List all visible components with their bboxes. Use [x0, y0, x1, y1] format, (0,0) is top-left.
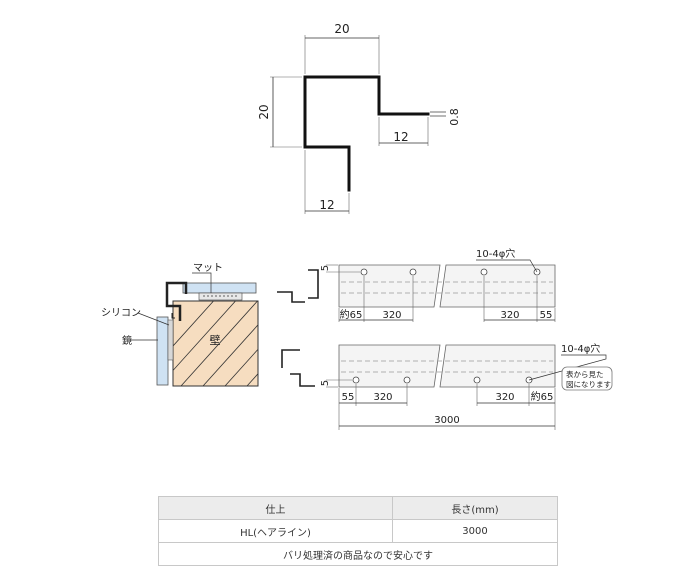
silicone: [167, 319, 174, 361]
bar-bottom-dim-height: 5: [320, 380, 331, 386]
silicone-label: シリコン: [101, 308, 141, 319]
bar-top-dim-left-end: 約65: [340, 308, 363, 321]
bar-bottom-dim-left-pitch: 320: [373, 392, 392, 403]
spec-table-header-row: 仕上 長さ(mm): [157, 496, 558, 520]
bar-top-dim-height: 5: [320, 265, 331, 271]
side-mirror: [156, 316, 169, 386]
bar-bottom-dim-right-pitch: 320: [495, 392, 514, 403]
dim-left-height: 20: [257, 104, 271, 119]
spec-note: バリ処理済の商品なので安心です: [158, 542, 558, 566]
spec-table: 仕上 長さ(mm) HL(ヘアライン) 3000 バリ処理済の商品なので安心です: [157, 496, 558, 566]
profile-sketch-bottom: [281, 349, 315, 387]
bar-top-hole: [480, 268, 488, 276]
bar-top-hole: [409, 268, 417, 276]
bar-bottom-note-line2: 図になります: [566, 380, 611, 389]
dim-bottom-leg: 12: [319, 198, 334, 212]
bar-bottom-right-segment: [439, 344, 556, 388]
profile-shape: [303, 75, 430, 192]
bar-bottom-dim-left-end: 55: [342, 392, 355, 403]
bar-top-left-segment: [338, 264, 441, 308]
bar-top-dim-right-end: 55: [540, 310, 553, 321]
mat: [198, 292, 243, 301]
spec-cell-finish: HL(ヘアライン): [157, 519, 394, 543]
dim-inner-flange: 12: [393, 130, 408, 144]
bar-bottom-dim-right-end: 約65: [531, 390, 554, 403]
bar-bottom-left-segment: [338, 344, 441, 388]
bar-top-dim-left-pitch: 320: [382, 310, 401, 321]
profile-section: 20 20 12 0.8 12: [257, 22, 461, 214]
bar-top: 10-4φ穴 5 約65 320 320 55: [320, 247, 556, 322]
top-mirror: [182, 282, 257, 294]
mat-label: マット: [193, 263, 223, 274]
spec-table-note-row: バリ処理済の商品なので安心です: [158, 542, 558, 566]
bar-top-hole-label: 10-4φ穴: [476, 247, 515, 260]
bar-top-hole: [360, 268, 368, 276]
spec-header-length: 長さ(mm): [392, 496, 558, 520]
spec-header-finish: 仕上: [157, 496, 394, 520]
spec-table-row: HL(ヘアライン) 3000: [157, 519, 558, 543]
bar-bottom-note-line1: 表から見た: [566, 369, 604, 379]
bar-bottom-note-box: [561, 366, 613, 391]
profile-sketch-top: [277, 269, 319, 303]
bar-bottom-hole: [352, 376, 360, 384]
bar-bottom-hole-label: 10-4φ穴: [561, 342, 600, 355]
install-section: 壁 マット シリコン 鏡: [101, 263, 259, 387]
dim-top-width: 20: [334, 22, 349, 36]
technical-drawing: 20 20 12 0.8 12: [101, 22, 613, 430]
wall-label: 壁: [210, 333, 221, 347]
installed-profile: [165, 281, 188, 321]
bar-bottom-hole: [473, 376, 481, 384]
mirror-label: 鏡: [122, 334, 132, 347]
bar-bottom-dim-total: 3000: [434, 415, 459, 426]
bar-top-dim-right-pitch: 320: [500, 310, 519, 321]
bar-bottom-hole: [403, 376, 411, 384]
spec-cell-length: 3000: [392, 519, 558, 543]
dim-thickness: 0.8: [448, 108, 461, 126]
bar-bottom: 10-4φ穴 表から見た 図になります 5 55 320 320 約65 300…: [320, 342, 613, 430]
